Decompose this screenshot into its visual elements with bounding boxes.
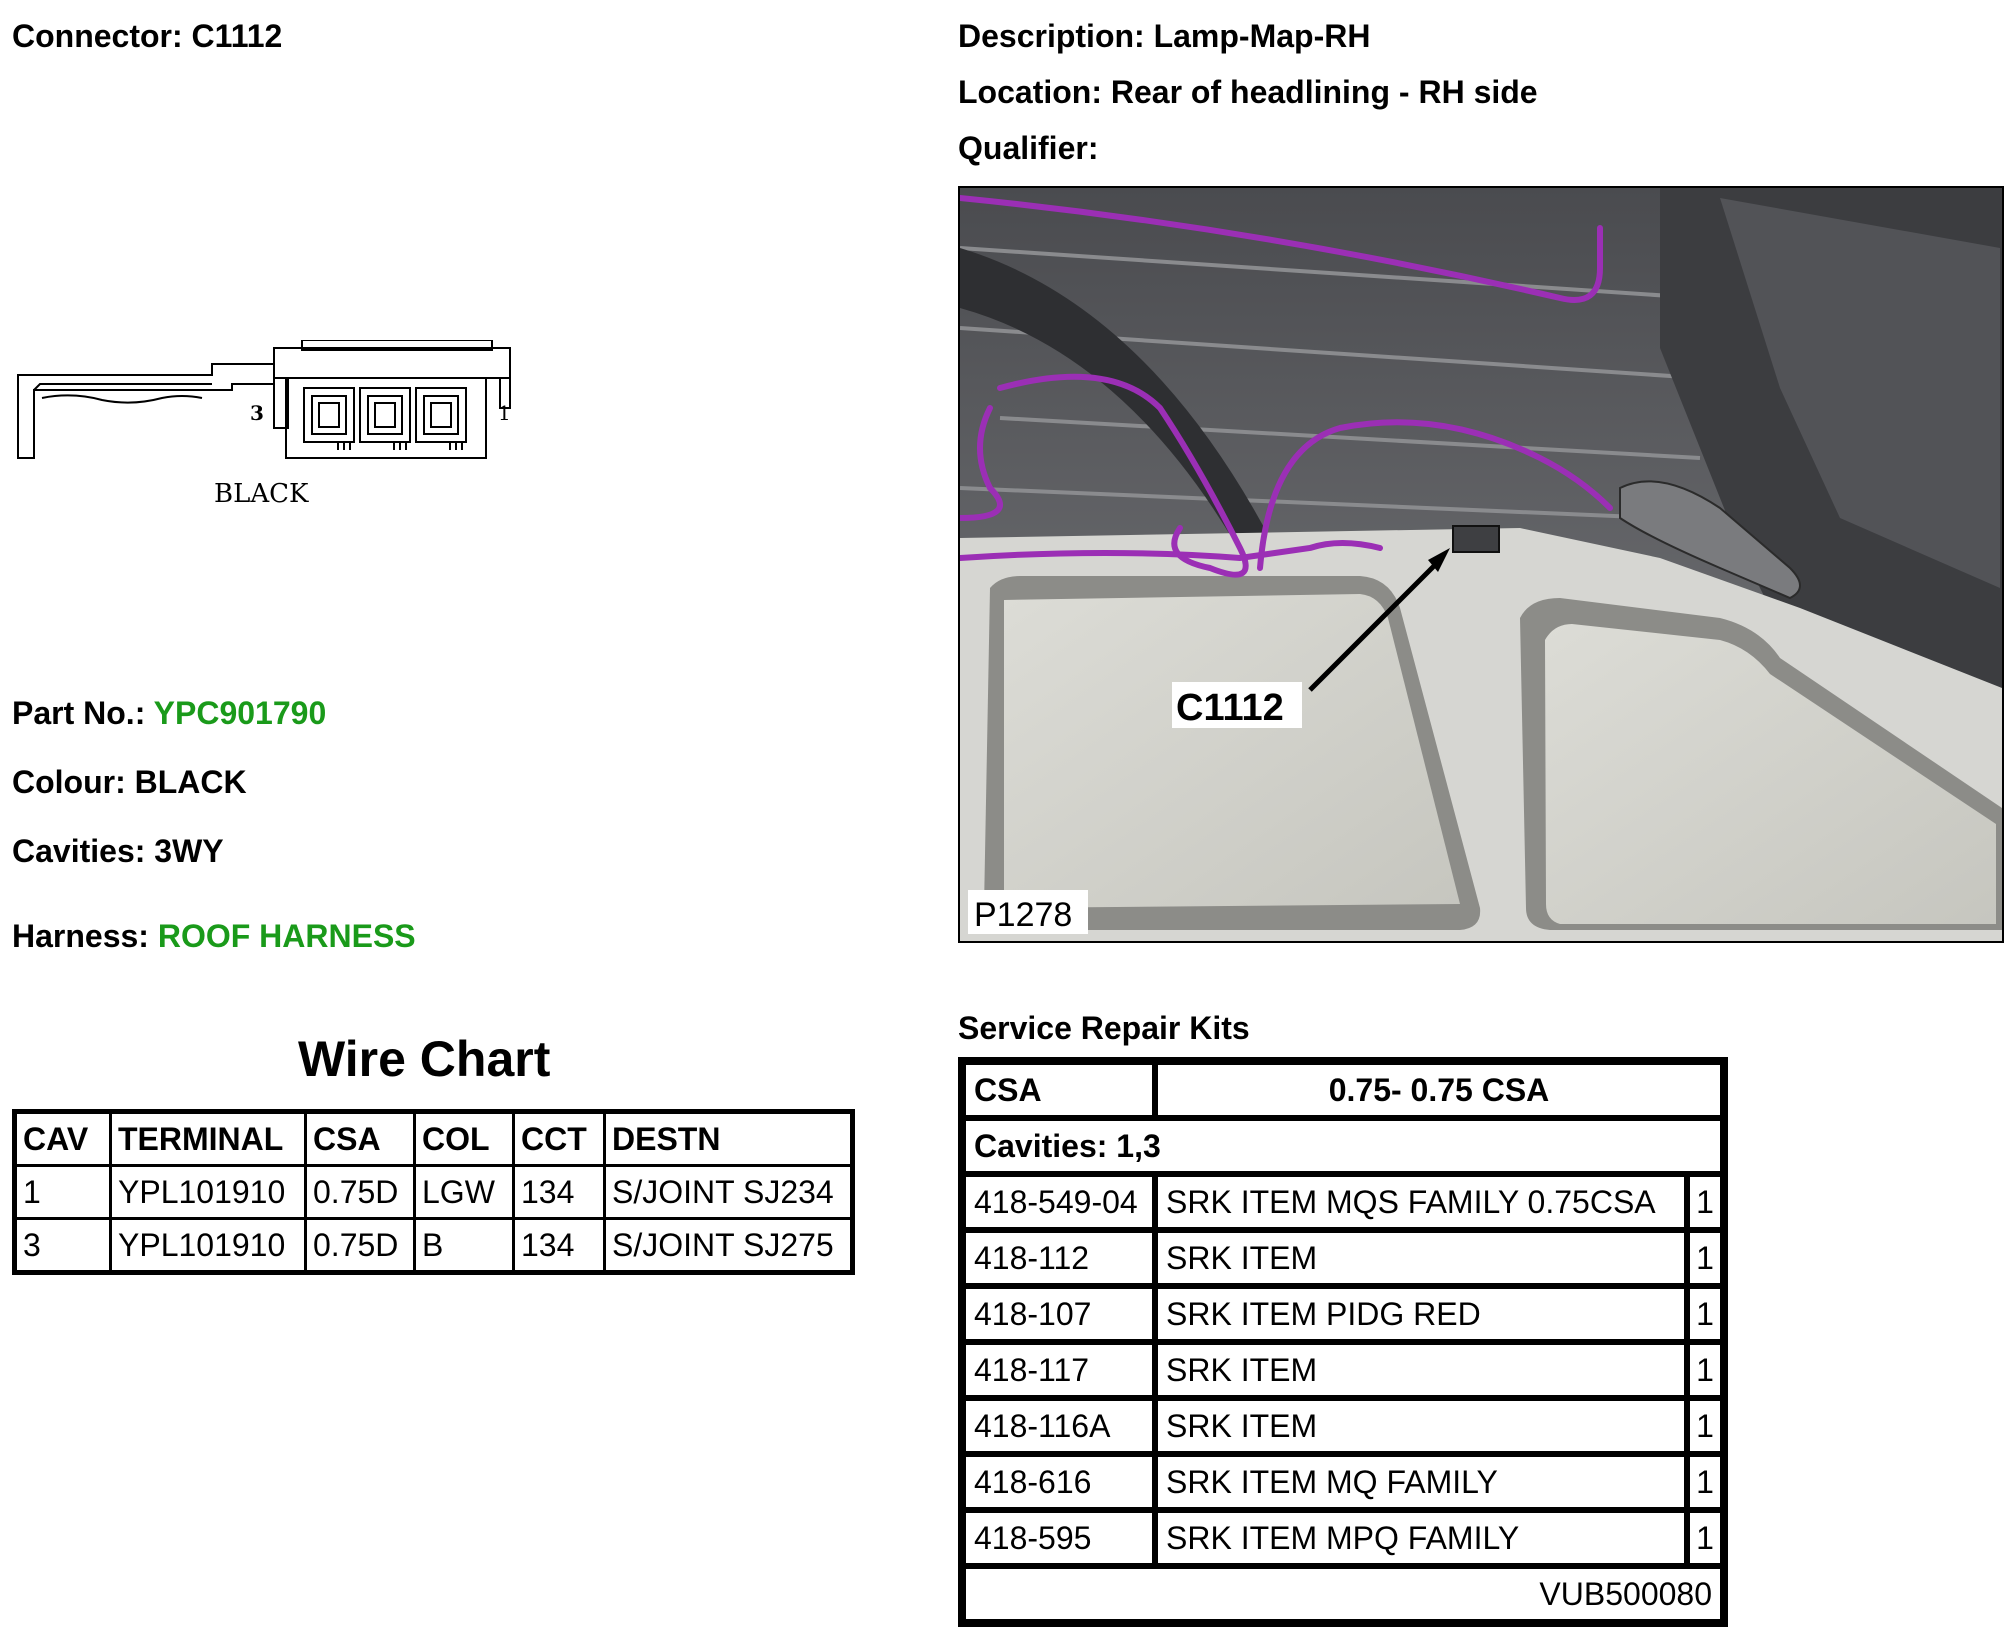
srk-qty: 1	[1687, 1510, 1723, 1566]
table-row: 418-112 SRK ITEM 1	[963, 1230, 1723, 1286]
table-row: 418-117 SRK ITEM 1	[963, 1342, 1723, 1398]
srk-code: 418-549-04	[963, 1174, 1155, 1230]
cell-destn: S/JOINT SJ234	[603, 1164, 854, 1220]
table-row: 418-595 SRK ITEM MPQ FAMILY 1	[963, 1510, 1723, 1566]
wire-chart-table: CAV TERMINAL CSA COL CCT DESTN 1 YPL1019…	[12, 1109, 855, 1275]
srk-qty: 1	[1687, 1342, 1723, 1398]
srk-cavities-row: Cavities: 1,3	[963, 1118, 1723, 1174]
srk-desc: SRK ITEM PIDG RED	[1155, 1286, 1687, 1342]
srk-code: 418-112	[963, 1230, 1155, 1286]
part-no-line: Part No.: YPC901790	[12, 695, 326, 732]
cell-cct: 134	[512, 1217, 606, 1274]
cell-destn: S/JOINT SJ275	[603, 1217, 854, 1274]
connector-line: Connector: C1112	[12, 18, 282, 55]
srk-cavities: Cavities: 1,3	[963, 1118, 1723, 1174]
location-value: Rear of headlining - RH side	[1110, 74, 1538, 110]
table-row: 418-116A SRK ITEM 1	[963, 1398, 1723, 1454]
location-label: Location:	[958, 74, 1102, 110]
cell-cav: 1	[13, 1164, 112, 1220]
header-destn: DESTN	[603, 1110, 854, 1167]
cell-col: LGW	[413, 1164, 515, 1220]
harness-line: Harness: ROOF HARNESS	[12, 918, 416, 955]
description-line: Description: Lamp-Map-RH	[958, 18, 1370, 55]
cell-col: B	[413, 1217, 515, 1274]
srk-qty: 1	[1687, 1286, 1723, 1342]
table-row: 418-549-04 SRK ITEM MQS FAMILY 0.75CSA 1	[963, 1174, 1723, 1230]
harness-label: Harness:	[12, 918, 149, 954]
harness-link[interactable]: ROOF HARNESS	[157, 918, 416, 954]
srk-desc: SRK ITEM	[1155, 1342, 1687, 1398]
header-csa: CSA	[304, 1110, 416, 1167]
srk-code: 418-616	[963, 1454, 1155, 1510]
colour-value: BLACK	[134, 764, 247, 800]
table-row: 1 YPL101910 0.75D LGW 134 S/JOINT SJ234	[13, 1164, 854, 1220]
srk-desc: SRK ITEM	[1155, 1398, 1687, 1454]
table-row: 418-616 SRK ITEM MQ FAMILY 1	[963, 1454, 1723, 1510]
srk-table: CSA 0.75- 0.75 CSA Cavities: 1,3 418-549…	[958, 1057, 1728, 1627]
qualifier-line: Qualifier:	[958, 130, 1098, 167]
srk-csa-row: CSA 0.75- 0.75 CSA	[963, 1062, 1723, 1118]
srk-desc: SRK ITEM	[1155, 1230, 1687, 1286]
description-label: Description:	[958, 18, 1145, 54]
connector-colour-text: BLACK	[214, 479, 309, 509]
header-cav: CAV	[13, 1110, 112, 1167]
srk-footer-code: VUB500080	[963, 1566, 1723, 1622]
cell-terminal: YPL101910	[109, 1164, 307, 1220]
cell-csa: 0.75D	[304, 1217, 416, 1274]
colour-label: Colour:	[12, 764, 126, 800]
photo-callout-c1112: C1112	[1176, 687, 1284, 729]
srk-qty: 1	[1687, 1454, 1723, 1510]
part-no-label: Part No.:	[12, 695, 146, 731]
header-col: COL	[413, 1110, 515, 1167]
table-row: 418-107 SRK ITEM PIDG RED 1	[963, 1286, 1723, 1342]
srk-code: 418-107	[963, 1286, 1155, 1342]
srk-desc: SRK ITEM MQ FAMILY	[1155, 1454, 1687, 1510]
connector-location-photo: C1112 P1278	[958, 186, 2004, 943]
location-line: Location: Rear of headlining - RH side	[958, 74, 1538, 111]
wire-chart-header-row: CAV TERMINAL CSA COL CCT DESTN	[13, 1110, 854, 1167]
wire-chart-title: Wire Chart	[298, 1031, 551, 1087]
srk-qty: 1	[1687, 1174, 1723, 1230]
srk-qty: 1	[1687, 1398, 1723, 1454]
pin-number-right: 1	[498, 401, 511, 425]
header-cct: CCT	[512, 1110, 606, 1167]
cell-cav: 3	[13, 1217, 112, 1274]
srk-footer-row: VUB500080	[963, 1566, 1723, 1622]
srk-csa-value: 0.75- 0.75 CSA	[1155, 1062, 1723, 1118]
cavities-label: Cavities:	[12, 833, 146, 869]
table-row: 3 YPL101910 0.75D B 134 S/JOINT SJ275	[13, 1217, 854, 1274]
qualifier-label: Qualifier:	[958, 130, 1099, 166]
photo-illustration: C1112 P1278	[960, 188, 2002, 941]
srk-code: 418-116A	[963, 1398, 1155, 1454]
pin-number-left: 3	[250, 401, 264, 425]
srk-csa-label: CSA	[963, 1062, 1155, 1118]
srk-qty: 1	[1687, 1230, 1723, 1286]
description-value: Lamp-Map-RH	[1153, 18, 1371, 54]
header-terminal: TERMINAL	[109, 1110, 307, 1167]
part-no-link[interactable]: YPC901790	[153, 695, 327, 731]
srk-title: Service Repair Kits	[958, 1010, 1250, 1046]
srk-desc: SRK ITEM MQS FAMILY 0.75CSA	[1155, 1174, 1687, 1230]
cell-terminal: YPL101910	[109, 1217, 307, 1274]
srk-code: 418-117	[963, 1342, 1155, 1398]
connector-label: Connector:	[12, 18, 183, 54]
connector-value: C1112	[191, 18, 283, 54]
photo-ref-code: P1278	[974, 896, 1072, 934]
srk-desc: SRK ITEM MPQ FAMILY	[1155, 1510, 1687, 1566]
srk-code: 418-595	[963, 1510, 1155, 1566]
colour-line: Colour: BLACK	[12, 764, 247, 801]
cell-cct: 134	[512, 1164, 606, 1220]
cavities-line: Cavities: 3WY	[12, 833, 224, 870]
cavities-value: 3WY	[154, 833, 224, 869]
connector-face-diagram: 3 1 BLACK	[17, 340, 511, 509]
cell-csa: 0.75D	[304, 1164, 416, 1220]
